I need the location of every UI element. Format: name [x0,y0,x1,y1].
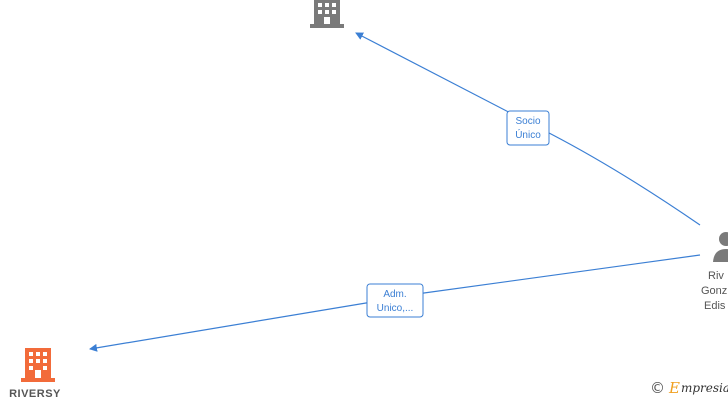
edge-label-line-1: Adm. [383,289,406,300]
brand-logo-text: mpresia [680,381,728,395]
person-label-line-2: Gonz [701,285,727,297]
empresia-brand[interactable]: © E mpresia [650,378,728,398]
edge-label-line-2: Unico,... [377,303,414,314]
building-icon [21,348,55,382]
edge-label-line-2: Único [515,128,541,141]
copyright-icon: © [650,378,665,397]
node-company-riversy[interactable]: RIVERSY [9,348,61,400]
edge-person-to-company-top [355,32,701,226]
edge-label-socio-unico[interactable]: Socio Único [506,110,550,146]
person-label-line-1: Riv [708,270,724,282]
person-label-line-3: Edis [704,300,726,312]
node-person[interactable]: Riv Gonz Edis [701,232,728,312]
company-riversy-label: RIVERSY [9,388,61,400]
building-icon [310,0,344,28]
node-company-top[interactable] [310,0,344,28]
brand-logo-letter: E [669,378,680,397]
person-icon [713,232,728,262]
edge-label-line-1: Socio [515,116,540,127]
edge-label-adm-unico[interactable]: Adm. Unico,... [366,283,424,318]
